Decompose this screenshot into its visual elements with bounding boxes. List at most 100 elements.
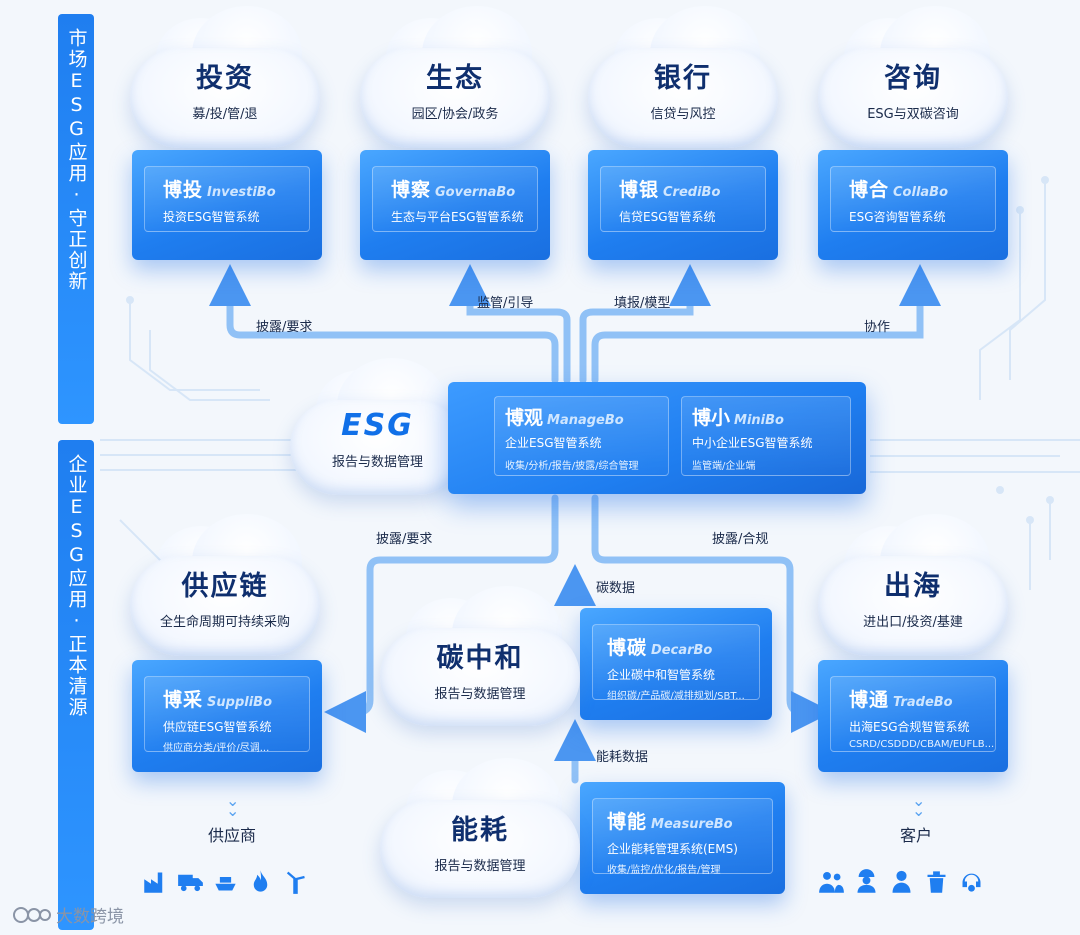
card-desc: 信贷ESG智管系统 — [619, 210, 716, 224]
card-name: 博合 — [849, 179, 890, 201]
card-desc: ESG咨询智管系统 — [849, 210, 946, 224]
cloud-energy: 能耗 报告与数据管理 — [380, 758, 580, 898]
support-icon — [962, 873, 981, 892]
flow-label-disclose-bottom: 披露/要求 — [376, 532, 433, 547]
cloud-subtitle: 信贷与风控 — [650, 107, 716, 122]
card-desc: 生态与平台ESG智管系统 — [391, 210, 524, 224]
card-desc: 出海ESG合规智管系统 — [849, 720, 970, 734]
flow-label-carbon-data: 碳数据 — [596, 581, 636, 596]
user-icon — [892, 870, 911, 893]
card-name: 博小 — [692, 407, 731, 429]
ship-icon — [215, 877, 236, 891]
cloud-title: 银行 — [654, 63, 712, 94]
supplier-icon-row — [142, 868, 309, 895]
chevron-down-icon: ⌄⌄ — [912, 791, 926, 820]
card-en-name: ManageBo — [547, 413, 624, 428]
supplier-label: 供应商 — [208, 826, 257, 845]
market-esg-label: 市场ESG应用·守正创新 — [65, 28, 88, 292]
cloud-title: 能耗 — [451, 815, 509, 846]
flow-label-disclose-top: 披露/要求 — [256, 320, 313, 335]
cloud-title: 供应链 — [181, 571, 269, 602]
cloud-bank: 银行 信贷与风控 — [588, 6, 778, 148]
cloud-overseas: 出海 进出口/投资/基建 — [818, 514, 1008, 656]
cloud-subtitle: 园区/协会/政务 — [411, 107, 499, 122]
card-en-name: MiniBo — [734, 413, 784, 428]
cloud-title: 投资 — [196, 63, 254, 94]
cloud-subtitle: 报告与数据管理 — [434, 687, 526, 702]
enterprise-esg-label: 企业ESG应用·正本清源 — [65, 454, 88, 718]
cloud-invest: 投资 募/投/管/退 — [130, 6, 320, 148]
card-desc: 投资ESG智管系统 — [163, 210, 260, 224]
cloud-subtitle: ESG与双碳咨询 — [867, 107, 959, 122]
wind-turbine-icon — [286, 871, 305, 894]
cloud-title: 生态 — [426, 63, 484, 94]
flow-label-energy-data: 能耗数据 — [596, 750, 649, 765]
cloud-title: 碳中和 — [436, 643, 524, 674]
card-en-name: GovernaBo — [435, 185, 516, 200]
card-name: 博察 — [391, 179, 432, 201]
card-extra: 供应商分类/评价/尽调... — [163, 743, 270, 754]
flame-icon — [253, 870, 268, 892]
people-icon — [819, 871, 844, 893]
cloud-carbon-neutral: 碳中和 报告与数据管理 — [380, 586, 580, 726]
card-name: 博观 — [505, 407, 544, 429]
card-en-name: MeasureBo — [651, 817, 733, 832]
cloud-supply-chain: 供应链 全生命周期可持续采购 — [130, 514, 320, 656]
card-extra: 收集/监控/优化/报告/管理 — [607, 865, 721, 876]
flow-label-fill-model: 填报/模型 — [614, 296, 671, 311]
card-extra: CSRD/CSDDD/CBAM/EUFLB... — [849, 739, 995, 750]
market-esg-sidebar: 市场ESG应用·守正创新 — [58, 14, 94, 424]
watermark: 大数跨境 — [12, 902, 124, 927]
enterprise-esg-sidebar: 企业ESG应用·正本清源 — [58, 440, 94, 930]
trash-icon — [927, 871, 946, 893]
card-name: 博投 — [163, 179, 204, 201]
chevron-down-icon: ⌄⌄ — [226, 791, 240, 820]
card-extra: 组织碳/产品碳/减排规划/SBT... — [607, 691, 745, 702]
card-extra: 监管端/企业端 — [692, 461, 756, 472]
card-desc: 企业ESG智管系统 — [505, 436, 602, 450]
card-name: 博采 — [163, 689, 204, 711]
cloud-subtitle: 报告与数据管理 — [434, 859, 526, 874]
watermark-logo-icon — [13, 906, 51, 923]
cloud-subtitle: 募/投/管/退 — [192, 107, 258, 122]
card-extra: 收集/分析/报告/披露/综合管理 — [505, 461, 639, 472]
cloud-subtitle: 进出口/投资/基建 — [863, 615, 963, 630]
card-name: 博银 — [619, 179, 660, 201]
card-en-name: CrediBo — [663, 185, 721, 200]
esg-subtitle: 报告与数据管理 — [331, 455, 423, 470]
esg-title: ESG — [341, 408, 414, 443]
card-en-name: TradeBo — [893, 695, 953, 710]
cloud-ecosystem: 生态 园区/协会/政务 — [360, 6, 550, 148]
cloud-title: 出海 — [884, 571, 942, 602]
flow-label-disclose-comply: 披露/合规 — [712, 532, 769, 547]
cloud-esg: ESG 报告与数据管理 — [290, 358, 465, 495]
cloud-consulting: 咨询 ESG与双碳咨询 — [818, 6, 1008, 148]
card-en-name: InvestiBo — [207, 185, 276, 200]
truck-icon — [178, 874, 203, 892]
flow-label-supervise: 监管/引导 — [477, 296, 534, 311]
card-name: 博碳 — [607, 637, 648, 659]
worker-icon — [857, 869, 876, 893]
card-desc: 企业碳中和智管系统 — [607, 668, 716, 682]
watermark-text: 大数跨境 — [56, 907, 124, 927]
card-desc: 企业能耗管理系统(EMS) — [607, 842, 738, 856]
card-name: 博能 — [607, 811, 648, 833]
flow-label-collab: 协作 — [864, 320, 891, 335]
customer-icon-row — [818, 868, 985, 895]
card-en-name: DecarBo — [651, 643, 713, 658]
customer-label: 客户 — [900, 826, 933, 845]
card-en-name: SuppliBo — [207, 695, 272, 710]
card-name: 博通 — [849, 689, 890, 711]
factory-icon — [144, 872, 163, 893]
